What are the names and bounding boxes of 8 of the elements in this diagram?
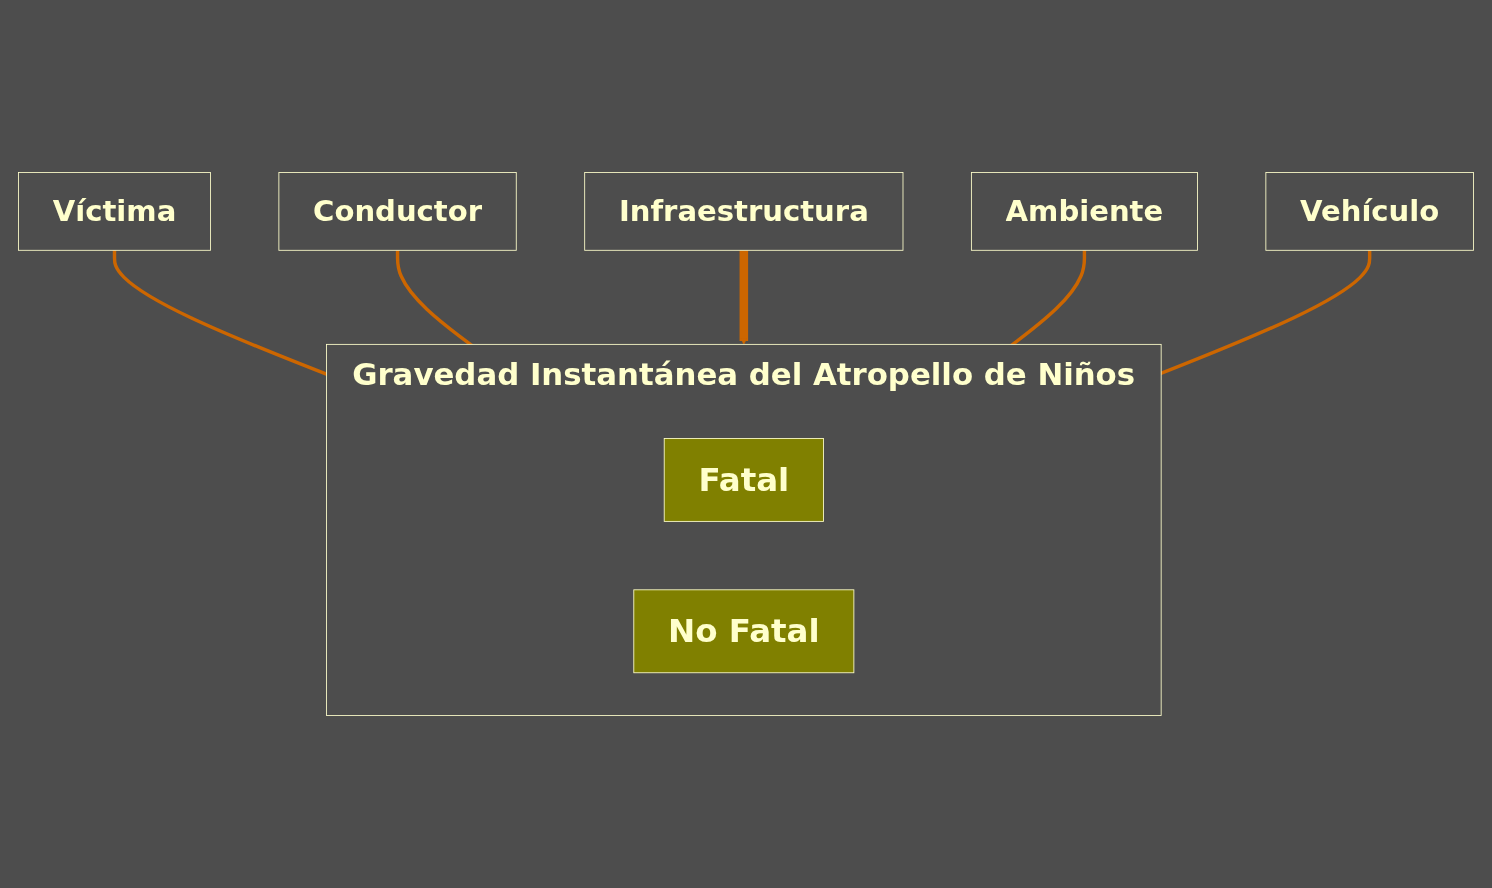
node-box: Infraestructura	[584, 172, 904, 251]
node-box: Vehículo	[1265, 172, 1474, 251]
node-box: Ambiente	[971, 172, 1198, 251]
node-box: Fatal	[663, 438, 824, 522]
arrow	[739, 250, 749, 345]
node-box: No Fatal	[633, 589, 855, 674]
node-box: Conductor	[278, 172, 517, 251]
node-box: Víctima	[18, 172, 211, 251]
